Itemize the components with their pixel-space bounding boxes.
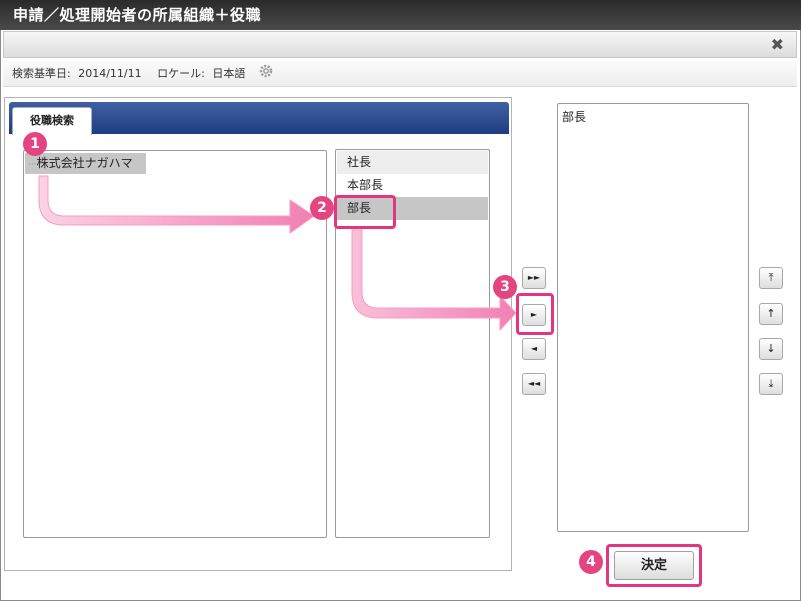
move-up-button[interactable]: ↑ (759, 303, 783, 325)
step-badge-2: 2 (310, 196, 334, 220)
list-item-selected-position[interactable]: 部長 (562, 110, 587, 124)
dialog-toolbar: ✖ (3, 31, 797, 58)
organization-tree: ···株式会社ナガハマ (23, 150, 327, 538)
close-icon[interactable]: ✖ (770, 35, 784, 54)
tree-connector: ··· (28, 160, 37, 170)
locale-label: ロケール: (157, 67, 205, 80)
position-list: 社長 本部長 部長 (335, 149, 490, 538)
gear-icon[interactable] (259, 61, 273, 88)
search-panel: 役職検索 ···株式会社ナガハマ 社長 本部長 部長 (4, 97, 512, 571)
info-bar: 検索基準日: 2014/11/11 ロケール: 日本語 (3, 60, 797, 87)
step-badge-1: 1 (23, 132, 47, 156)
add-selected-button[interactable]: ► (522, 304, 546, 326)
list-item-position[interactable]: 本部長 (347, 178, 384, 192)
search-date-value: 2014/11/11 (78, 67, 142, 80)
list-item-position-selected[interactable]: 部長 (337, 197, 488, 220)
move-bottom-button[interactable]: ⤓ (759, 373, 783, 395)
locale-value: 日本語 (212, 67, 246, 80)
add-all-button[interactable]: ►► (522, 267, 546, 289)
remove-selected-button[interactable]: ◄ (522, 338, 546, 360)
list-item-position[interactable]: 社長 (337, 151, 488, 174)
search-date-label: 検索基準日: (12, 67, 71, 80)
selected-list: 部長 (557, 103, 749, 532)
step-badge-4: 4 (579, 550, 603, 574)
step-badge-3: 3 (493, 275, 517, 299)
dialog-title: 申請／処理開始者の所属組織＋役職 (0, 0, 801, 30)
tab-position-search[interactable]: 役職検索 (12, 107, 92, 135)
tab-strip: 役職検索 (9, 102, 509, 135)
remove-all-button[interactable]: ◄◄ (522, 373, 546, 395)
move-top-button[interactable]: ⤒ (759, 267, 783, 289)
tree-node-label: 株式会社ナガハマ (36, 156, 133, 170)
move-down-button[interactable]: ↓ (759, 338, 783, 360)
tree-node-organization[interactable]: ···株式会社ナガハマ (25, 153, 146, 174)
confirm-button[interactable]: 決定 (614, 551, 694, 580)
